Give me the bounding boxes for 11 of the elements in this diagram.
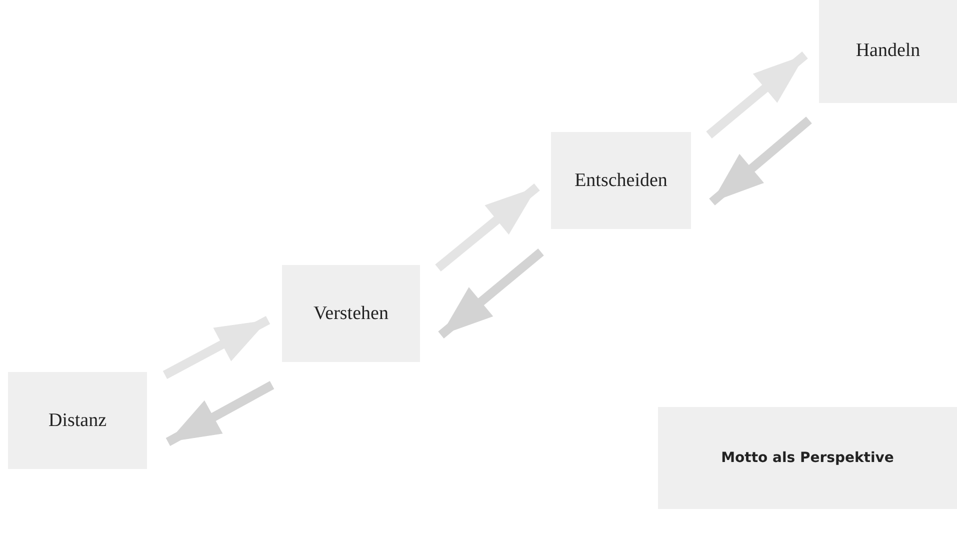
block-arrow (162, 316, 270, 379)
block-arrow (435, 184, 540, 272)
box-label: Distanz (48, 410, 107, 432)
box-label: Handeln (856, 40, 920, 62)
block-arrow (438, 248, 544, 338)
box-label: Motto als Perspektive (721, 450, 894, 466)
box-label: Verstehen (314, 302, 388, 324)
block-arrow (709, 116, 812, 206)
block-arrow (166, 381, 274, 446)
block-arrow (706, 52, 808, 138)
box-label: Entscheiden (574, 170, 668, 192)
